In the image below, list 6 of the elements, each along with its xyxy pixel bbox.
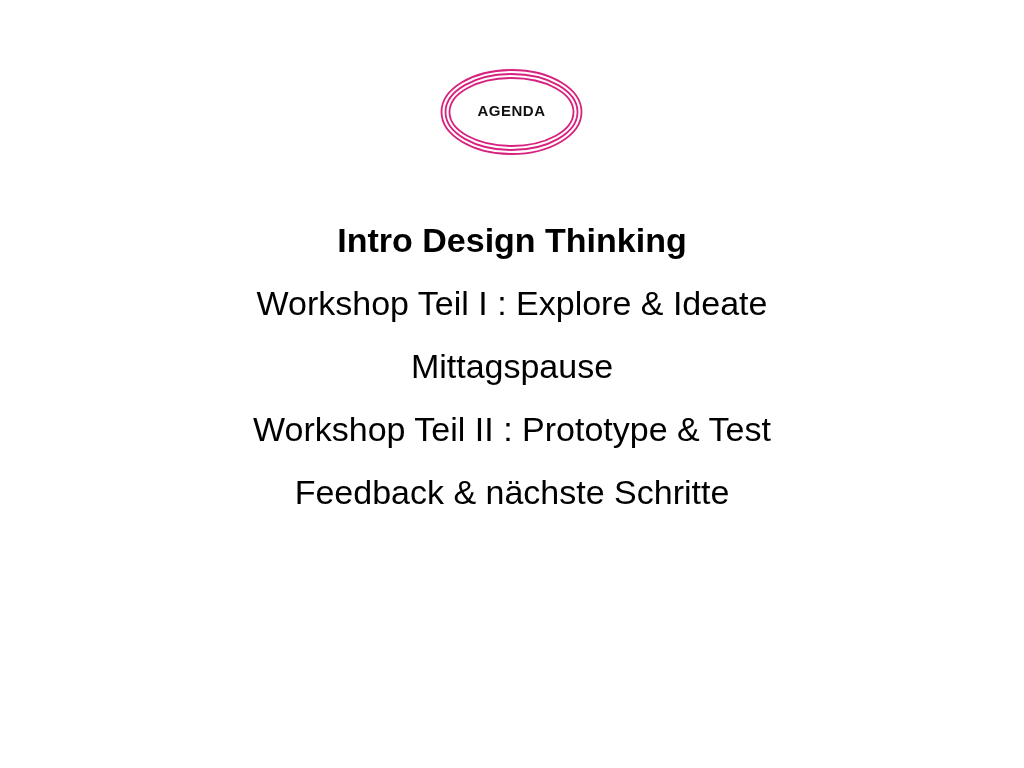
agenda-item: Intro Design Thinking xyxy=(337,221,687,259)
agenda-item: Mittagspause xyxy=(410,347,614,385)
agenda-item: Feedback & nächste Schritte xyxy=(294,473,730,511)
agenda-item: Workshop Teil I : Explore & Ideate xyxy=(256,284,768,322)
agenda-item: Workshop Teil II : Prototype & Test xyxy=(253,410,771,448)
agenda-heading: AGENDA xyxy=(476,102,547,119)
